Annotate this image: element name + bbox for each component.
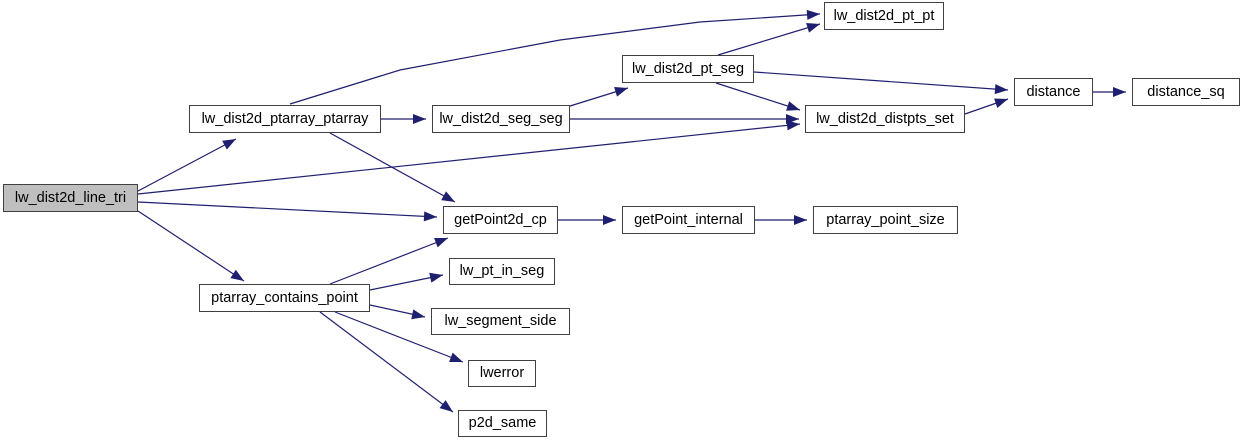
node-lw_dist2d_ptarray_ptarray[interactable]: lw_dist2d_ptarray_ptarray [189,105,381,133]
arrowhead [441,191,455,202]
arrowhead [994,84,1008,95]
node-label: distance [1026,83,1081,100]
edge-lw_dist2d_ptarray_ptarray-to-lw_dist2d_pt_pt [289,13,821,105]
node-getPoint2d_cp[interactable]: getPoint2d_cp [443,206,558,234]
arrowhead [423,211,437,222]
node-label: lw_dist2d_pt_pt [833,7,935,24]
node-label: getPoint2d_cp [454,211,547,228]
arrowhead [222,139,236,150]
node-distance[interactable]: distance [1014,78,1093,106]
arrowhead [794,215,807,225]
arrowhead [786,120,800,131]
node-lwerror[interactable]: lwerror [468,360,536,387]
node-lw_dist2d_line_tri[interactable]: lw_dist2d_line_tri [3,184,138,212]
node-label: lw_pt_in_seg [459,263,545,280]
node-ptarray_contains_point[interactable]: ptarray_contains_point [199,284,370,312]
edge-ptarray_contains_point-to-lwerror [334,311,464,363]
node-ptarray_point_size[interactable]: ptarray_point_size [813,206,958,234]
edge-ptarray_contains_point-to-getPoint2d_cp [329,237,449,285]
arrowhead [429,272,443,283]
edge-lw_dist2d_line_tri-to-lw_dist2d_ptarray_ptarray [137,138,237,192]
node-getPoint_internal[interactable]: getPoint_internal [622,206,755,234]
arrowhead [614,87,628,97]
arrowhead [230,269,244,281]
node-label: lw_dist2d_ptarray_ptarray [201,110,369,127]
arrowhead [806,23,820,33]
node-label: lw_segment_side [444,313,557,330]
arrowhead [603,215,616,225]
node-label: lw_dist2d_pt_seg [631,60,745,77]
edge-lw_dist2d_line_tri-to-getPoint2d_cp [137,201,438,218]
node-lw_dist2d_pt_pt[interactable]: lw_dist2d_pt_pt [824,2,944,30]
arrowhead [806,9,820,20]
arrowhead [786,114,799,124]
edge-ptarray_contains_point-to-p2d_same [319,311,454,413]
node-lw_dist2d_seg_seg[interactable]: lw_dist2d_seg_seg [432,105,570,133]
node-label: lwerror [479,365,525,382]
arrowhead [449,352,463,363]
arrowhead [1113,87,1126,97]
node-label: lw_dist2d_distpts_set [816,110,954,127]
arrowhead [994,98,1008,108]
arrowhead [413,114,426,124]
arrowhead [786,101,800,111]
arrowhead [439,400,453,412]
edge-lw_dist2d_pt_seg-to-distance [753,71,1009,91]
node-label: lw_dist2d_line_tri [14,189,127,206]
node-distance_sq[interactable]: distance_sq [1132,78,1240,106]
edge-lw_dist2d_ptarray_ptarray-to-getPoint2d_cp [329,132,456,203]
arrowhead [411,309,425,320]
node-p2d_same[interactable]: p2d_same [458,410,547,437]
node-label: p2d_same [468,415,537,432]
node-lw_dist2d_distpts_set[interactable]: lw_dist2d_distpts_set [805,105,965,133]
node-label: ptarray_contains_point [211,289,358,306]
node-label: ptarray_point_size [826,211,945,228]
node-label: distance_sq [1147,83,1225,100]
edge-lw_dist2d_pt_seg-to-lw_dist2d_distpts_set [715,82,801,111]
node-label: lw_dist2d_seg_seg [439,110,563,127]
arrowhead [434,237,448,248]
node-label: getPoint_internal [634,211,743,228]
edge-arrowheads [222,9,1126,412]
node-lw_dist2d_pt_seg[interactable]: lw_dist2d_pt_seg [622,55,754,83]
node-lw_pt_in_seg[interactable]: lw_pt_in_seg [449,258,555,285]
edge-lw_dist2d_line_tri-to-lw_dist2d_distpts_set [137,123,801,195]
node-lw_segment_side[interactable]: lw_segment_side [431,308,570,335]
edge-lw_dist2d_line_tri-to-ptarray_contains_point [137,210,245,282]
edge-lw_dist2d_pt_seg-to-lw_dist2d_pt_pt [717,23,821,56]
